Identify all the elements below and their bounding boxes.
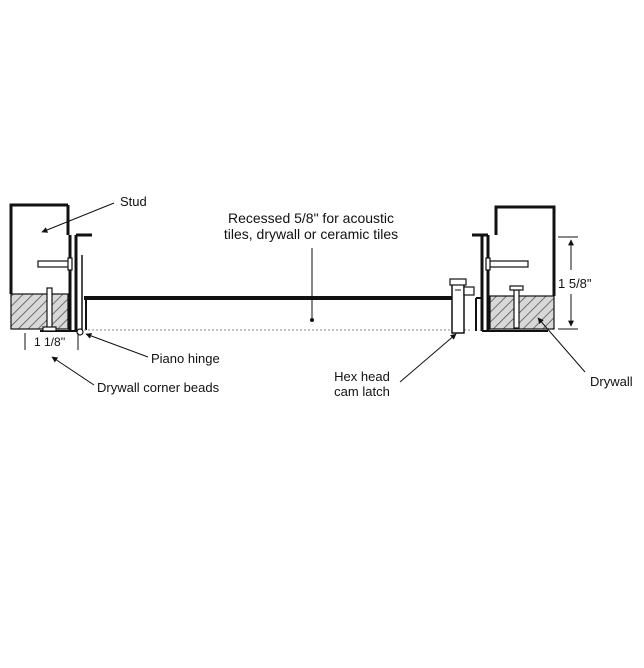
access-door-panel: [84, 296, 470, 331]
drywall-corner-beads-label: Drywall corner beads: [97, 380, 220, 395]
right-stud: [494, 205, 556, 296]
flange-dimension-label: 1 1/8'': [34, 335, 66, 349]
hex-head-cam-latch-label: Hex head cam latch: [322, 369, 402, 399]
hex-label-line1: Hex head: [334, 369, 390, 384]
recessed-label-line1: Recessed 5/8" for acoustic: [227, 210, 395, 226]
leader-lines: [41, 202, 586, 386]
dimension-depth-marker: [558, 236, 578, 330]
left-stud: [9, 203, 70, 294]
left-drywall: [10, 293, 69, 330]
recessed-label-line2: tiles, drywall or ceramic tiles: [223, 226, 399, 242]
depth-dimension-label: 1 5/8": [558, 276, 592, 291]
right-drywall-screw: [509, 285, 524, 329]
piano-hinge-label: Piano hinge: [151, 351, 220, 366]
dimension-flange-marker: [24, 333, 79, 350]
recessed-label: Recessed 5/8" for acoustic tiles, drywal…: [196, 210, 426, 242]
right-stud-screw: [485, 257, 529, 271]
left-stud-screw: [37, 257, 73, 271]
drywall-label: Drywall: [590, 374, 633, 389]
stud-label: Stud: [120, 194, 147, 209]
right-frame-flange: [472, 233, 548, 332]
left-drywall-screw: [42, 287, 57, 332]
hex-label-line2: cam latch: [334, 384, 390, 399]
hex-head-cam-latch: [449, 278, 475, 334]
right-drywall: [489, 295, 555, 330]
